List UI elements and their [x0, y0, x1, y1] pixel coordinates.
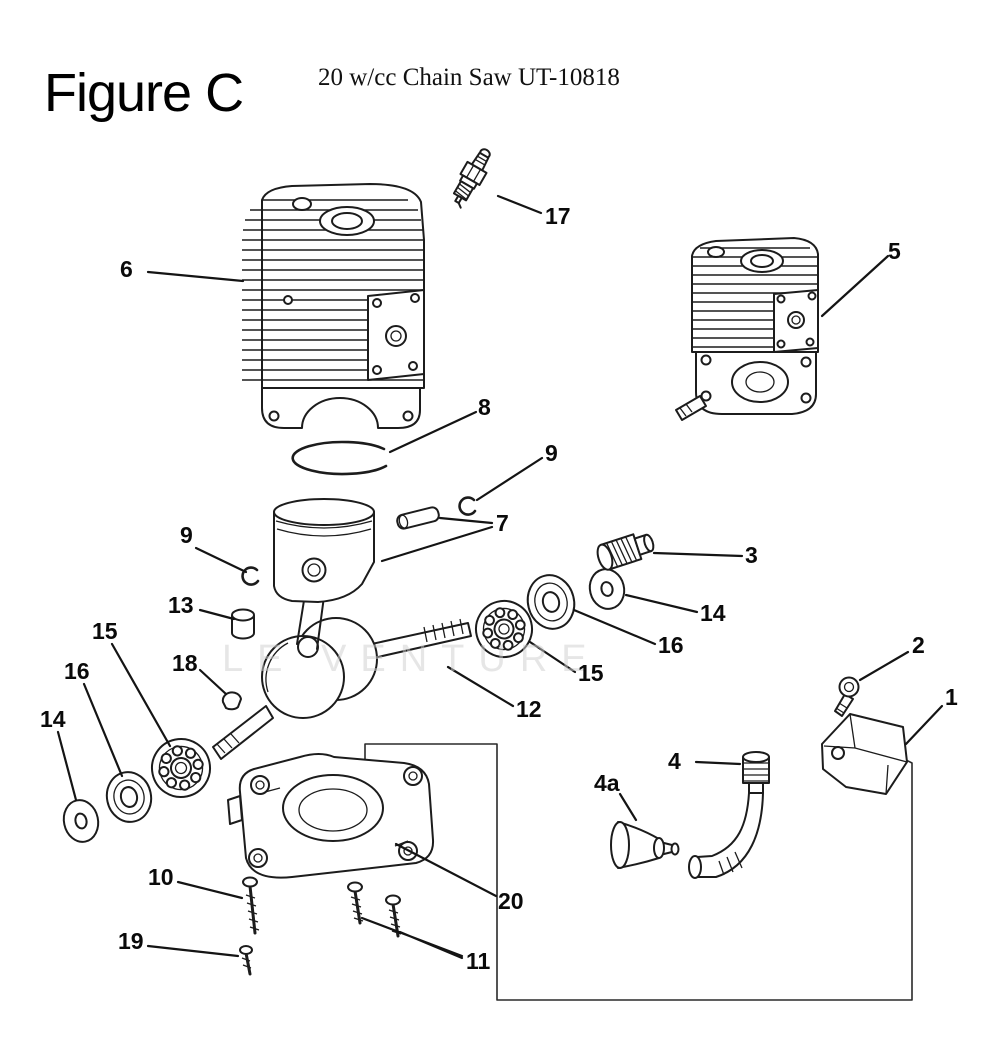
cylinder-part-6	[242, 183, 425, 429]
bracket-part-1	[821, 713, 908, 795]
screw-part-10	[242, 876, 260, 935]
part-label-14-left: 14	[40, 706, 66, 732]
washer-part-16-left	[105, 771, 153, 823]
part-label-3: 3	[745, 542, 758, 568]
cup-part-4a	[610, 821, 680, 869]
part-label-17: 17	[545, 203, 571, 229]
part-label-1: 1	[945, 684, 958, 710]
piston-assembly	[273, 498, 375, 650]
panel-outline	[364, 743, 913, 1001]
leader-lines	[56, 194, 944, 960]
part-label-16-left: 16	[64, 658, 90, 684]
part-label-16-right: 16	[658, 632, 684, 658]
key-part-18	[221, 691, 242, 711]
part-label-9-right: 9	[545, 440, 558, 466]
figure-subtitle: 20 w/cc Chain Saw UT-10818	[318, 64, 620, 91]
screws-part-11	[347, 881, 402, 938]
part-label-5: 5	[888, 238, 901, 264]
part-label-20: 20	[498, 888, 524, 914]
plug-part-3	[596, 533, 655, 571]
part-label-15-right: 15	[578, 660, 604, 686]
part-label-15-left: 15	[92, 618, 118, 644]
part-label-2: 2	[912, 632, 925, 658]
crankcase-part-20	[227, 753, 435, 879]
seal-part-16-right	[526, 574, 576, 630]
crankshaft-part-12	[212, 617, 472, 760]
part-label-14-right: 14	[700, 600, 726, 626]
part-label-12: 12	[516, 696, 542, 722]
elbow-fitting-part-4	[688, 751, 770, 879]
spark-plug-part-17	[452, 148, 491, 209]
part-label-11: 11	[466, 948, 491, 974]
piston-pin-part-7	[396, 506, 440, 530]
part-label-6: 6	[120, 256, 133, 282]
washer-part-14-left	[62, 799, 100, 843]
washer-part-14-right	[588, 568, 626, 610]
bolt-part-2	[834, 676, 860, 717]
part-label-10: 10	[148, 864, 174, 890]
circlip-part-9-right	[458, 496, 477, 516]
part-label-13: 13	[168, 592, 194, 618]
bearing-part-15-right	[475, 600, 533, 658]
bushing-part-13	[231, 608, 255, 640]
circlip-part-9-left	[241, 566, 260, 586]
part-label-4: 4	[668, 748, 681, 774]
part-label-7: 7	[496, 510, 509, 536]
cylinder-part-5	[675, 237, 819, 421]
part-label-8: 8	[478, 394, 491, 420]
part-label-19: 19	[118, 928, 144, 954]
bearing-part-15-left	[151, 738, 211, 798]
part-label-18: 18	[172, 650, 198, 676]
part-label-4a: 4a	[594, 770, 620, 796]
watermark: LE VENTURE	[222, 638, 601, 680]
part-label-9-left: 9	[180, 522, 193, 548]
screw-part-19	[239, 945, 253, 976]
figure-title: Figure C	[44, 63, 244, 123]
piston-ring-part-8	[291, 440, 388, 476]
